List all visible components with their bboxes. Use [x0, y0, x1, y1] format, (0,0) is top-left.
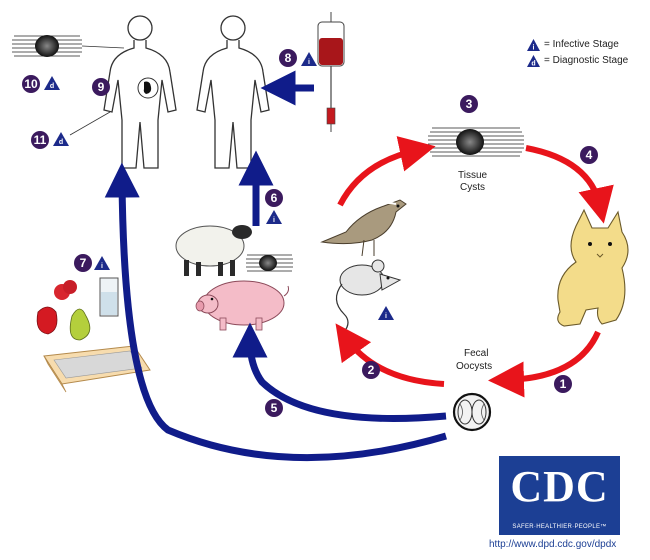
- diagnostic-letter-10: d: [50, 83, 54, 90]
- legend-diagnostic-row: d = Diagnostic Stage: [527, 53, 628, 69]
- step-badge-5: 5: [265, 399, 283, 417]
- step-number-7: 7: [80, 256, 87, 270]
- step-badge-2: 2: [362, 361, 380, 379]
- infective-stage-triangle-mouse: i: [378, 306, 394, 320]
- bird-icon: [320, 199, 407, 257]
- step-badge-10: 10: [22, 75, 40, 93]
- red-cycle-arrows: [335, 136, 614, 398]
- legend: i = Infective Stage d = Diagnostic Stage: [527, 37, 628, 69]
- step-number-4: 4: [586, 148, 593, 162]
- fecal-oocysts-label-2: Oocysts: [456, 361, 492, 372]
- cdc-url-link[interactable]: http://www.dpd.cdc.gov/dpdx: [489, 539, 617, 550]
- diagnostic-stage-icon: d: [527, 55, 540, 67]
- tissue-cysts-label-1: Tissue: [458, 170, 488, 181]
- step-badge-7: 7: [74, 254, 92, 272]
- tissue-cyst-small-icon: [246, 254, 293, 272]
- infective-letter-7: i: [101, 263, 103, 270]
- human-figure-right: [196, 15, 270, 169]
- arrow-to-cat: [525, 145, 614, 224]
- sheep-icon: [175, 225, 252, 276]
- fetus-icon: [137, 77, 159, 99]
- litter-box-icon: [43, 345, 151, 393]
- pointer-line-11: [69, 111, 111, 136]
- diagnostic-stage-label: = Diagnostic Stage: [544, 55, 629, 66]
- arrow-cat-to-oocysts: [488, 330, 601, 398]
- blue-transmission-arrows: [104, 70, 447, 462]
- step-badge-8: 8: [279, 49, 297, 67]
- infective-stage-triangle-7: i: [94, 256, 110, 270]
- cat-icon: [557, 208, 629, 327]
- cdc-logo-text: CDC: [510, 462, 609, 511]
- infective-letter-8: i: [308, 59, 310, 66]
- step-badge-4: 4: [580, 146, 598, 164]
- tissue-cyst-icon: [428, 127, 524, 157]
- step-badge-9: 9: [92, 78, 110, 96]
- infective-stage-triangle-8: i: [301, 52, 317, 66]
- step-number-6: 6: [271, 191, 278, 205]
- blood-transfusion-icon: [317, 12, 345, 132]
- arrow-oocysts-to-mouse: [335, 323, 445, 387]
- mouse-icon: [335, 259, 402, 333]
- pig-icon: [195, 280, 289, 331]
- step-badge-1: 1: [554, 375, 572, 393]
- step-number-1: 1: [560, 377, 567, 391]
- diagnostic-stage-triangle-10: d: [44, 76, 60, 90]
- step-number-9: 9: [98, 80, 105, 94]
- infective-stage-triangle-6: i: [266, 210, 282, 224]
- legend-infective-letter: i: [533, 45, 535, 52]
- step-number-8: 8: [285, 51, 292, 65]
- oocyst-icon: [452, 392, 492, 432]
- fruit-water-icon: [36, 277, 119, 341]
- step-number-10: 10: [24, 77, 38, 91]
- step-number-11: 11: [34, 133, 47, 147]
- infective-stage-icon: i: [527, 39, 540, 51]
- step-number-3: 3: [466, 97, 473, 111]
- human-figure-left: [103, 15, 177, 169]
- step-number-2: 2: [368, 363, 375, 377]
- tissue-cysts-label-2: Cysts: [460, 182, 485, 193]
- legend-infective-row: i = Infective Stage: [527, 37, 628, 53]
- infective-letter-6: i: [273, 217, 275, 224]
- step-badge-3: 3: [460, 95, 478, 113]
- arrow-oocyst-to-human: [104, 162, 447, 462]
- step-badge-6: 6: [265, 189, 283, 207]
- diagnostic-stage-triangle-11: d: [53, 132, 69, 146]
- arrow-to-tissue-cysts: [337, 136, 436, 207]
- cdc-tagline: SAFER·HEALTHIER·PEOPLE™: [512, 524, 607, 530]
- step-badge-11: 11: [31, 131, 49, 149]
- legend-diagnostic-letter: d: [531, 61, 535, 68]
- infective-stage-label: = Infective Stage: [544, 39, 619, 50]
- cdc-logo: CDC SAFER·HEALTHIER·PEOPLE™: [499, 456, 620, 535]
- fecal-oocysts-label-1: Fecal: [464, 348, 488, 359]
- infective-letter-mouse: i: [385, 313, 387, 320]
- diagnostic-letter-11: d: [59, 139, 63, 146]
- tissue-cyst-human-icon: [12, 35, 125, 57]
- step-number-5: 5: [271, 401, 278, 415]
- arrow-oocyst-to-pig: [232, 322, 447, 422]
